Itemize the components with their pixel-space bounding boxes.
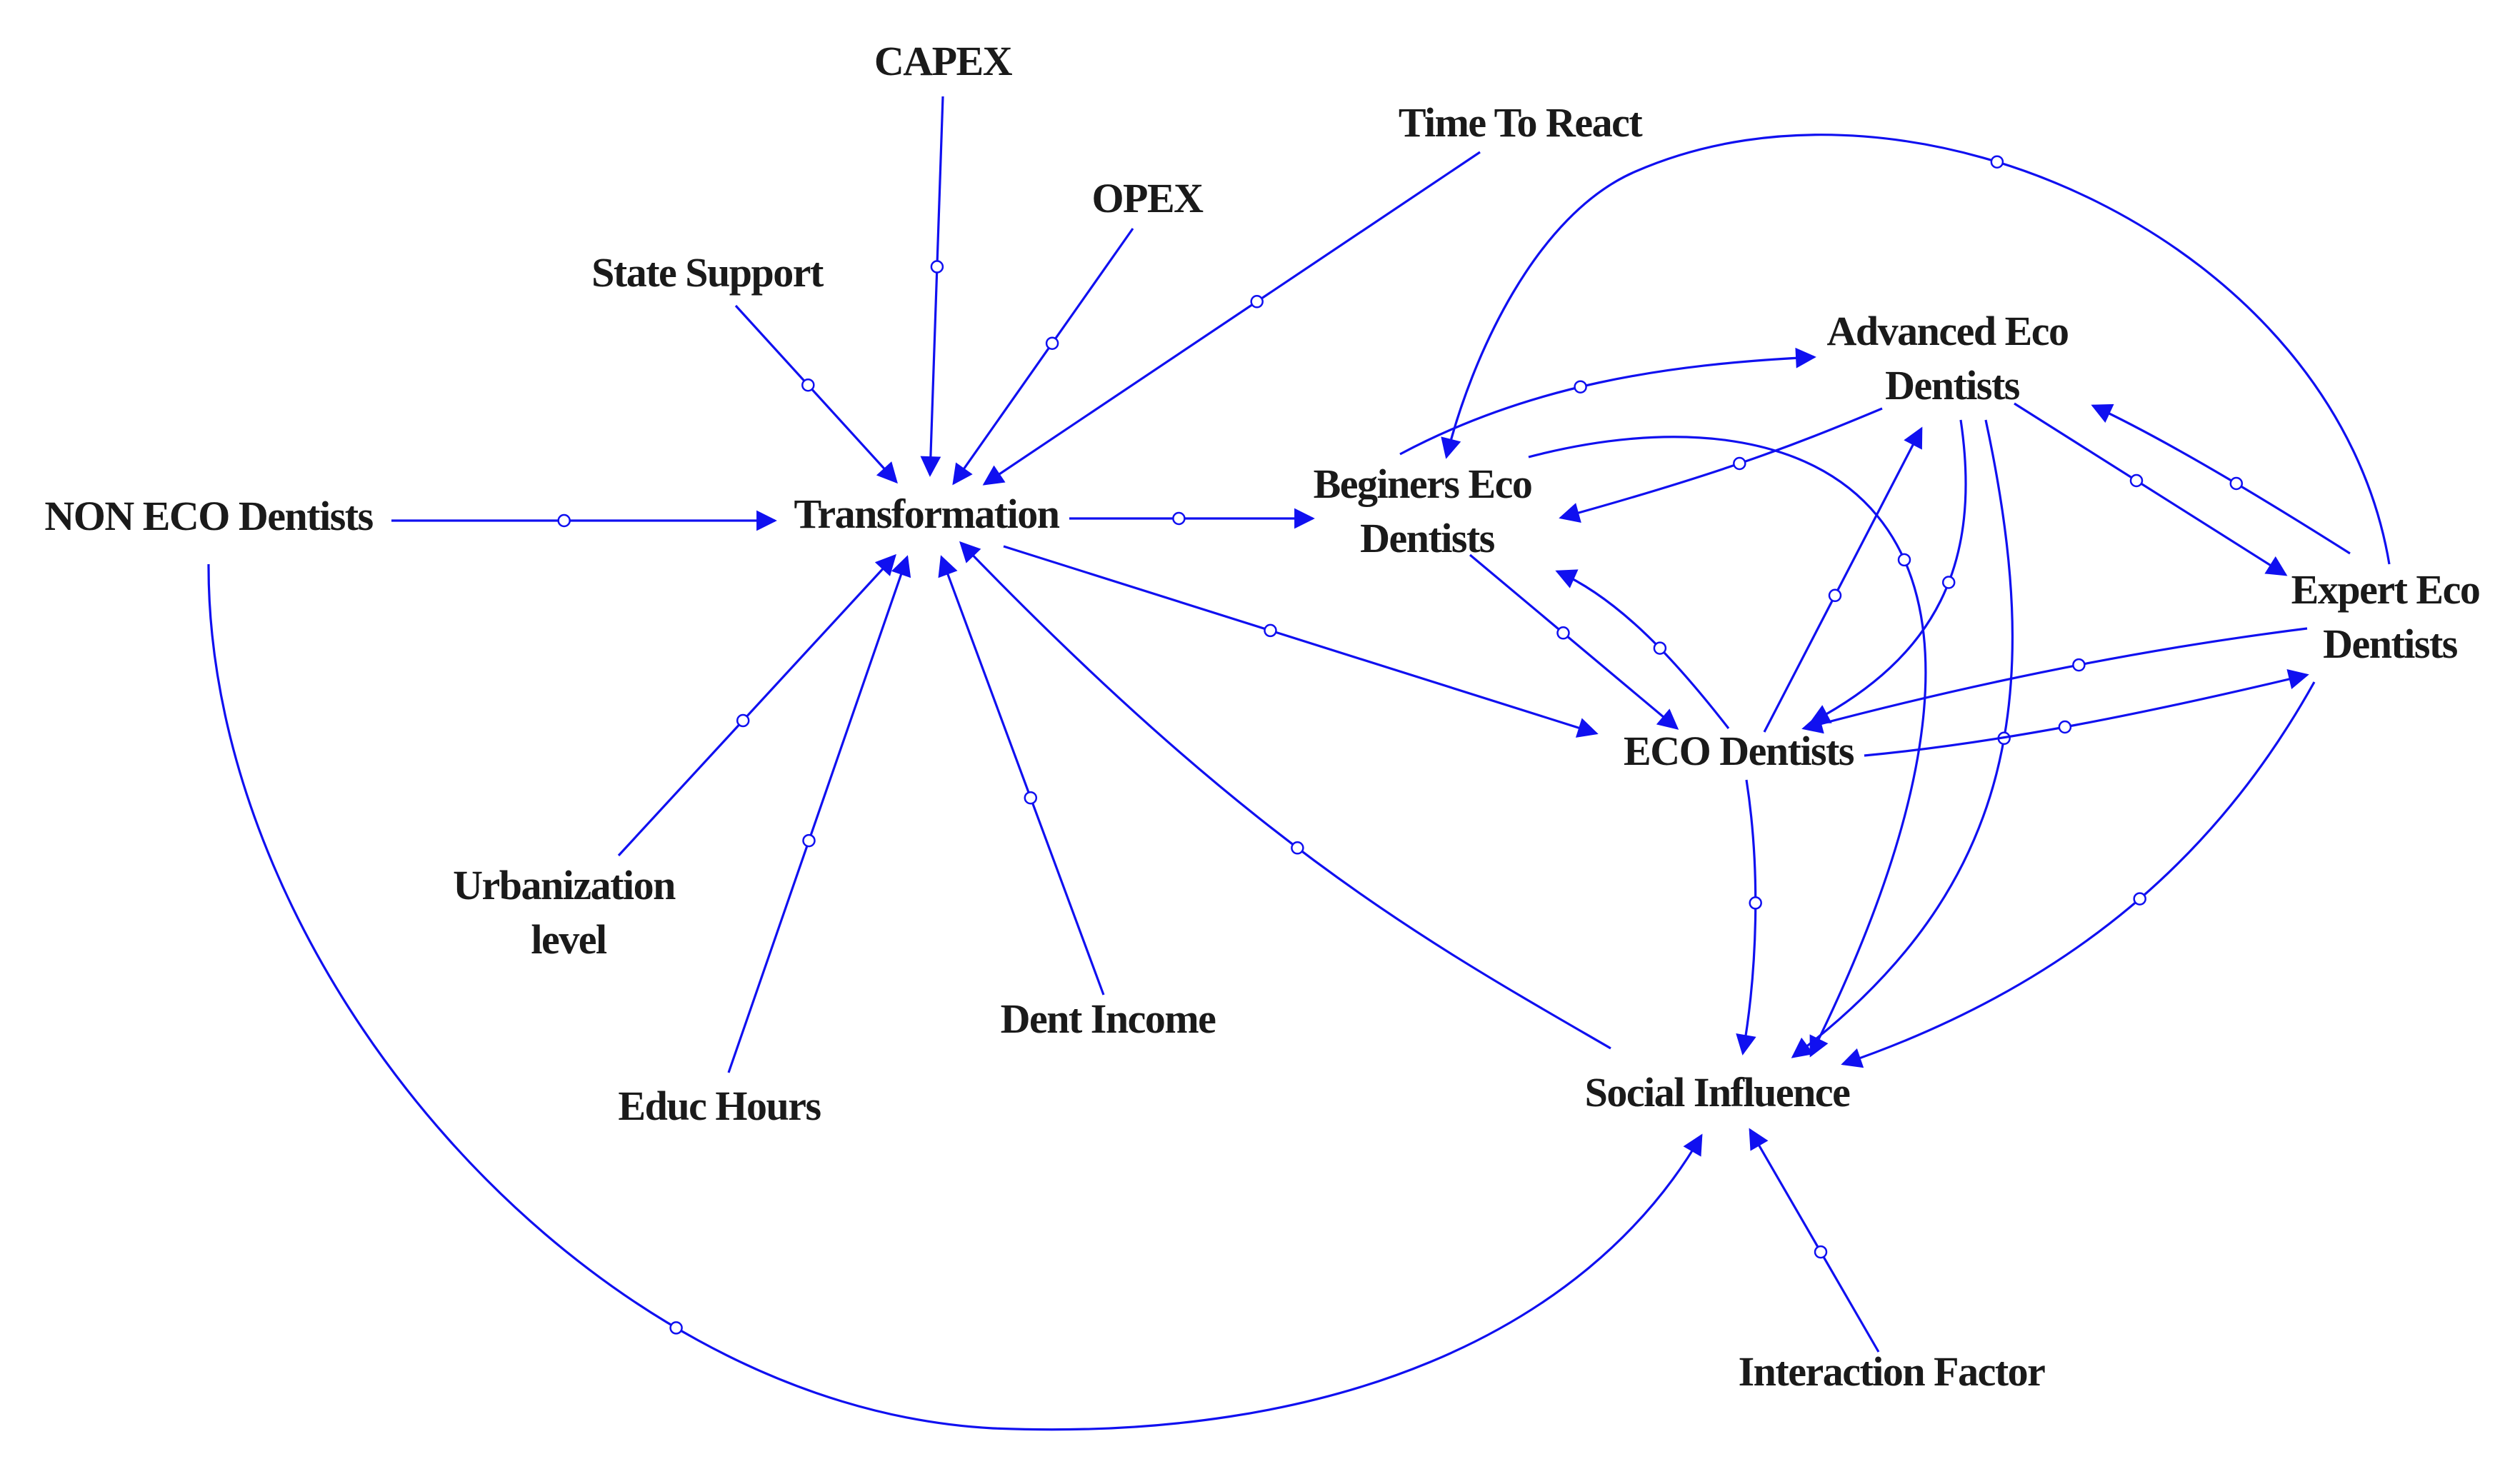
node-dent-income: Dent Income (1001, 996, 1216, 1042)
node-expert-eco-dentists: Expert Eco Dentists (2291, 566, 2489, 667)
link-marker-beginers-eco-dentists-to-social-influence (1897, 553, 1911, 567)
node-advanced-eco-dentists: Advanced Eco Dentists (1826, 308, 2077, 408)
link-marker-eco-dentists-to-beginers-eco-dentists (1653, 641, 1667, 655)
link-time-to-react-to-transformation (982, 151, 1481, 486)
link-marker-non-eco-dentists-to-transformation (557, 513, 571, 528)
link-dent-income-to-transformation (938, 555, 1105, 996)
labels-layer: CAPEX OPEX Time To React State Support N… (44, 38, 2489, 1395)
link-marker-educ-hours-to-transformation (802, 833, 816, 848)
node-time-to-react: Time To React (1399, 99, 1643, 146)
node-beginers-eco-dentists: Beginers Eco Dentists (1314, 461, 1541, 561)
link-expert-eco-dentists-to-beginers-eco-dentists (1441, 134, 2391, 565)
link-state-support-to-transformation (734, 304, 898, 484)
node-eco-dentists: ECO Dentists (1624, 728, 1854, 774)
link-capex-to-transformation (920, 96, 944, 477)
link-eco-dentists-to-social-influence (1736, 779, 1757, 1056)
link-marker-advanced-eco-dentists-to-eco-dentists (1941, 576, 1956, 589)
link-marker-social-influence-to-transformation (1291, 841, 1304, 855)
link-marker-transformation-to-eco-dentists (1264, 623, 1277, 638)
link-educ-hours-to-transformation (727, 555, 911, 1073)
link-marker-capex-to-transformation (930, 260, 944, 274)
link-eco-dentists-to-expert-eco-dentists (1864, 669, 2309, 757)
node-educ-hours: Educ Hours (618, 1083, 821, 1129)
link-marker-interaction-factor-to-social-influence (1814, 1245, 1828, 1259)
link-marker-opex-to-transformation (1045, 336, 1059, 350)
link-expert-eco-dentists-to-eco-dentists (1801, 627, 2308, 734)
link-eco-dentists-to-advanced-eco-dentists (1763, 426, 1923, 733)
link-marker-advanced-eco-dentists-to-expert-eco-dentists (2129, 473, 2144, 488)
link-beginers-eco-dentists-to-eco-dentists (1469, 553, 1679, 730)
link-marker-beginers-eco-dentists-to-advanced-eco-dentists (1574, 380, 1587, 393)
node-state-support: State Support (591, 249, 824, 296)
link-marker-beginers-eco-dentists-to-eco-dentists (1556, 626, 1570, 640)
link-expert-eco-dentists-to-social-influence (1841, 681, 2316, 1068)
link-marker-transformation-to-beginers-eco-dentists (1172, 511, 1186, 526)
link-marker-time-to-react-to-transformation (1250, 295, 1264, 309)
node-non-eco-dentists: NON ECO Dentists (44, 493, 373, 539)
link-marker-eco-dentists-to-expert-eco-dentists (2058, 720, 2072, 734)
link-marker-non-eco-dentists-to-social-influence (669, 1321, 683, 1335)
link-advanced-eco-dentists-to-expert-eco-dentists (2014, 402, 2288, 576)
link-marker-expert-eco-dentists-to-advanced-eco-dentists (2229, 476, 2244, 491)
link-eco-dentists-to-beginers-eco-dentists (1555, 569, 1730, 729)
link-advanced-eco-dentists-to-beginers-eco-dentists (1559, 407, 1883, 523)
link-expert-eco-dentists-to-advanced-eco-dentists (2091, 403, 2351, 555)
node-transformation: Transformation (794, 491, 1059, 537)
link-social-influence-to-transformation (959, 541, 1611, 1050)
link-marker-urbanization-level-to-transformation (736, 713, 750, 728)
link-marker-dent-income-to-transformation (1024, 791, 1038, 805)
link-interaction-factor-to-social-influence (1749, 1128, 1880, 1353)
link-marker-eco-dentists-to-advanced-eco-dentists (1828, 588, 1842, 603)
links-layer (207, 96, 2391, 1431)
link-advanced-eco-dentists-to-social-influence (1791, 419, 2014, 1058)
link-advanced-eco-dentists-to-eco-dentists (1809, 419, 1967, 724)
node-urbanization-level: Urbanization level (453, 862, 684, 963)
link-marker-expert-eco-dentists-to-eco-dentists (2072, 658, 2086, 672)
link-urbanization-level-to-transformation (617, 553, 896, 857)
link-marker-eco-dentists-to-social-influence (1749, 896, 1762, 910)
link-opex-to-transformation (952, 228, 1134, 486)
link-marker-state-support-to-transformation (801, 378, 815, 392)
link-marker-expert-eco-dentists-to-beginers-eco-dentists (1990, 155, 2004, 169)
node-opex: OPEX (1091, 175, 1204, 221)
node-interaction-factor: Interaction Factor (1739, 1348, 2046, 1395)
node-capex: CAPEX (874, 38, 1013, 84)
node-social-influence: Social Influence (1585, 1069, 1850, 1115)
link-marker-advanced-eco-dentists-to-beginers-eco-dentists (1733, 456, 1746, 471)
link-transformation-to-eco-dentists (1003, 545, 1599, 738)
link-marker-expert-eco-dentists-to-social-influence (2133, 892, 2146, 906)
link-non-eco-dentists-to-social-influence (207, 563, 1703, 1431)
